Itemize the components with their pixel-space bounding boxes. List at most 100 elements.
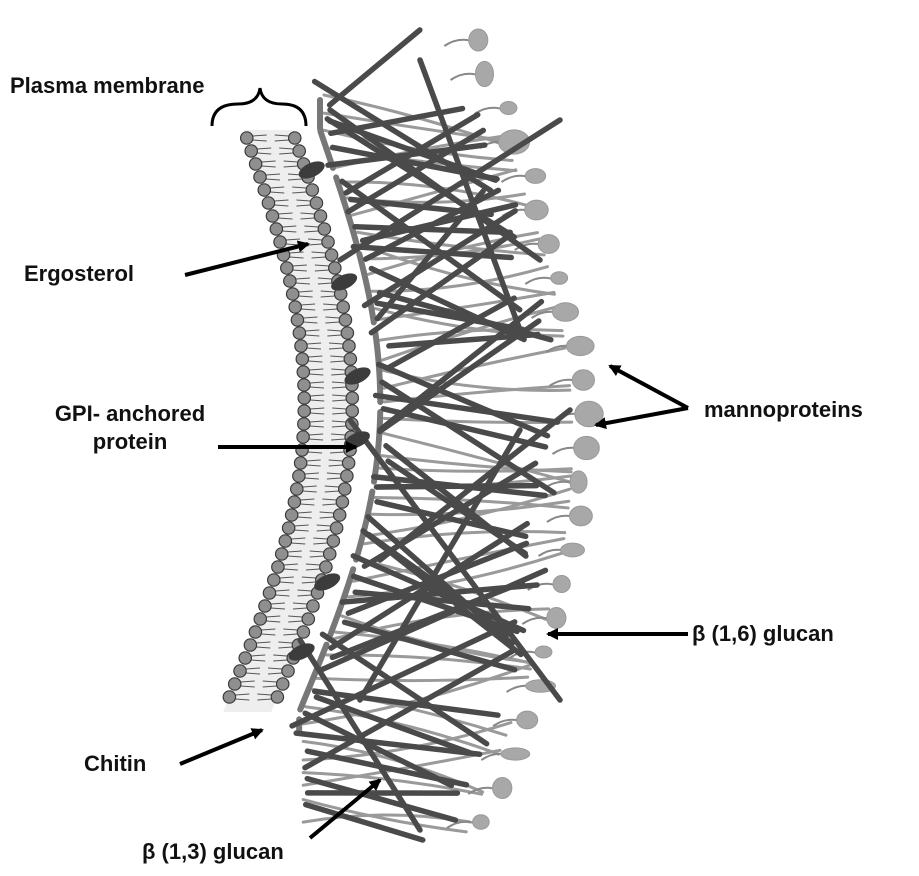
lipid-head: [333, 509, 345, 521]
lipid-head: [254, 613, 266, 625]
label-gpi-line1: GPI- anchored: [30, 400, 230, 428]
lipid-head: [320, 561, 332, 573]
lipid-head: [297, 431, 309, 443]
lipid-head: [298, 418, 310, 430]
mannoprotein-blob: [493, 778, 512, 799]
beta-13-glucan-fiber: [330, 30, 420, 105]
mannoprotein-blob: [525, 200, 549, 220]
lipid-head: [293, 145, 305, 157]
lipid-head: [342, 457, 354, 469]
label-chitin: Chitin: [84, 750, 146, 778]
mannoprotein-blob: [570, 471, 587, 493]
mannoprotein-blob: [552, 303, 578, 322]
lipid-head: [296, 353, 308, 365]
lipid-head: [295, 340, 307, 352]
label-gpi-line2: protein: [30, 428, 230, 456]
mannoprotein-arrow-lower: [596, 408, 688, 425]
lipid-head: [266, 210, 278, 222]
lipid-head: [310, 197, 322, 209]
mannoprotein-blob: [574, 436, 600, 459]
lipid-head: [282, 522, 294, 534]
lipid-head: [314, 210, 326, 222]
lipid-head: [343, 340, 355, 352]
label-mannoproteins: mannoproteins: [704, 396, 863, 424]
lipid-head: [297, 626, 309, 638]
lipid-head: [281, 262, 293, 274]
lipid-head: [337, 301, 349, 313]
lipid-head: [297, 366, 309, 378]
lipid-head: [239, 652, 251, 664]
label-ergosterol: Ergosterol: [24, 260, 134, 288]
lipid-head: [263, 587, 275, 599]
lipid-head: [341, 470, 353, 482]
lipid-head: [324, 548, 336, 560]
membrane-brace: [212, 88, 306, 126]
lipid-head: [291, 483, 303, 495]
lipid-head: [282, 665, 294, 677]
mannoprotein-blob: [561, 543, 585, 557]
lipid-head: [274, 236, 286, 248]
lipid-head: [298, 392, 310, 404]
mannoprotein-blob: [553, 576, 570, 593]
mannoprotein-blob: [501, 748, 530, 760]
lipid-head: [291, 314, 303, 326]
plasma-membrane-bilayer: [223, 130, 358, 712]
lipid-head: [262, 197, 274, 209]
lipid-head: [346, 392, 358, 404]
label-plasma-membrane: Plasma membrane: [10, 72, 204, 100]
lipid-head: [286, 288, 298, 300]
mannoprotein-blob: [538, 235, 559, 254]
lipid-head: [259, 600, 271, 612]
label-gpi-anchored-protein: GPI- anchored protein: [30, 400, 230, 456]
mannoprotein-blob: [469, 29, 488, 51]
mannoprotein-blob: [475, 61, 493, 86]
lipid-head: [289, 301, 301, 313]
lipid-head: [271, 691, 283, 703]
lipid-head: [229, 678, 241, 690]
lipid-head: [318, 223, 330, 235]
mannoprotein-blob: [517, 711, 538, 729]
mannoprotein-blob: [547, 608, 566, 629]
mannoprotein-arrow-upper: [610, 366, 688, 408]
mannoprotein-blob: [551, 272, 568, 285]
lipid-head: [298, 405, 310, 417]
label-beta-16-glucan: β (1,6) glucan: [692, 620, 834, 648]
lipid-head: [277, 678, 289, 690]
lipid-head: [330, 522, 342, 534]
label-beta-13-glucan: β (1,3) glucan: [142, 838, 284, 866]
lipid-head: [241, 132, 253, 144]
mannoprotein-blob: [473, 815, 490, 829]
lipid-head: [302, 613, 314, 625]
lipid-head: [285, 509, 297, 521]
lipid-head: [341, 327, 353, 339]
chitin-arrow: [180, 730, 262, 764]
lipid-head: [289, 132, 301, 144]
lipid-head: [329, 262, 341, 274]
lipid-head: [268, 574, 280, 586]
lipid-head: [223, 691, 235, 703]
lipid-head: [258, 184, 270, 196]
lipid-head: [307, 600, 319, 612]
lipid-head: [279, 535, 291, 547]
lipid-head: [306, 184, 318, 196]
lipid-head: [327, 535, 339, 547]
lipid-head: [270, 223, 282, 235]
lipid-head: [339, 483, 351, 495]
lipid-head: [245, 145, 257, 157]
lipid-head: [249, 158, 261, 170]
beta-16-glucan-fiber: [380, 468, 571, 471]
mannoprotein-blob: [572, 370, 594, 391]
lipid-head: [339, 314, 351, 326]
mannoprotein-blob: [525, 169, 545, 184]
lipid-head: [234, 665, 246, 677]
lipid-head: [294, 457, 306, 469]
lipid-head: [344, 353, 356, 365]
mannoprotein-blob: [500, 101, 517, 114]
mannoprotein-blob: [569, 506, 592, 526]
lipid-head: [276, 548, 288, 560]
mannoprotein-blob: [535, 646, 552, 658]
lipid-head: [298, 379, 310, 391]
lipid-head: [288, 496, 300, 508]
lipid-head: [322, 236, 334, 248]
